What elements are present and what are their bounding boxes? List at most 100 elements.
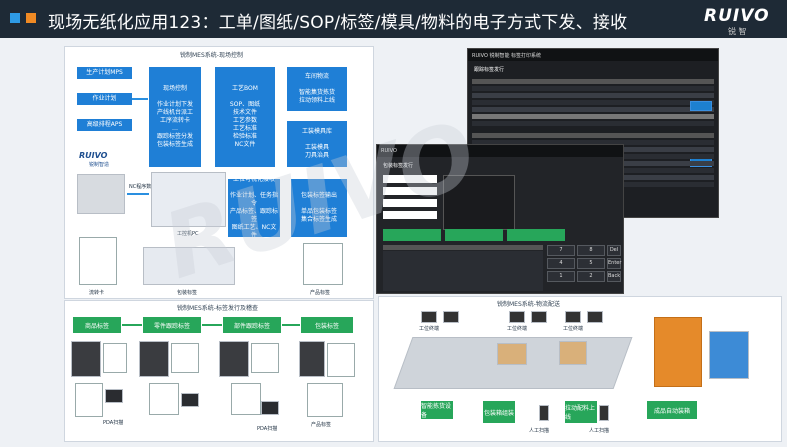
pallet-image (709, 331, 749, 379)
pda-scanner-image (105, 389, 123, 403)
field-control-box[interactable]: 现场控制 作业计划下发 产线机台派工 工序流转卡 … 跟踪标签分发 包装标签生成 (149, 67, 201, 167)
step-pack-label[interactable]: 包装标签 (301, 317, 353, 333)
keypad-key[interactable]: 2 (577, 271, 605, 282)
pack-label-screen: RUIVO 包装标签发行 7 8 4 5 1 2 Del Enter Back (376, 144, 624, 294)
mes-control-panel: 锐制MES系统-现场控制 生产计划MPS 作业计划 高级排程APS 现场控制 作… (64, 46, 374, 299)
screen-subtitle: 跟踪标签发行 (474, 67, 505, 73)
form-field[interactable] (383, 199, 437, 207)
flow-card-image (79, 237, 117, 285)
keypad-key[interactable]: 8 (577, 245, 605, 256)
label-sample-image (231, 383, 261, 415)
print-button[interactable] (507, 229, 565, 241)
terminal-image (587, 311, 603, 323)
terminal-image (443, 311, 459, 323)
keypad-key[interactable]: 7 (547, 245, 575, 256)
pack-label-output-box[interactable]: 包装标签输出 单品包装标签 集合标签生成 (291, 179, 347, 237)
label-print-label: 包装标签 (177, 290, 198, 296)
table-header (472, 79, 714, 84)
logistics-line: 拉动领料上线 (298, 97, 335, 104)
workshop-logistics-box[interactable]: 车间物流 智能集货拣货 拉动领料上线 (287, 67, 347, 111)
label-sample-image (171, 343, 199, 373)
list-area[interactable] (443, 175, 515, 230)
field-control-line: … (172, 125, 178, 132)
pc-label: 工控机PC (177, 231, 199, 237)
terminal-image (509, 311, 525, 323)
mps-box[interactable]: 生产计划MPS (77, 67, 132, 79)
label-printer-image (219, 341, 249, 377)
label-printer-image (299, 341, 325, 377)
terminal-label: 工位终端 (507, 326, 528, 332)
logistics-panel: 锐制MES系统-物流配送 工位终端 工位终端 工位终端 智能拣货设备 包装箱组装… (378, 296, 782, 442)
tooling-box[interactable]: 工装模具库 工装模具 刀具治具 (287, 121, 347, 167)
scan-label: 人工扫描 (589, 428, 610, 434)
step-item-label[interactable]: 商品标签 (73, 317, 121, 333)
ruivo-logo: RUIVO (79, 151, 108, 160)
receive-line: 图纸工艺、NC文件 (231, 224, 277, 239)
table-row[interactable] (472, 107, 714, 112)
receive-line: 作业计划、任务指令 (230, 192, 279, 207)
pda-caption: PDA扫描 (257, 426, 278, 432)
table-row[interactable] (472, 86, 714, 91)
table-row-selected[interactable] (472, 114, 714, 119)
table-row[interactable] (472, 140, 714, 145)
receive-title: 工位可视化接收 (232, 176, 275, 183)
confirm-button[interactable] (383, 229, 441, 241)
flow-card-label: 流转卡 (89, 290, 105, 296)
green-tag[interactable]: 智能拣货设备 (421, 401, 453, 419)
screen-header: RUIVO 锐制智能 标签打印系统 (468, 49, 718, 61)
arrow (202, 324, 222, 326)
table-row[interactable] (472, 93, 714, 98)
terminal-label: 工位终端 (563, 326, 584, 332)
terminal-image (421, 311, 437, 323)
keypad-key[interactable]: 4 (547, 258, 575, 269)
step-assembly-tracking[interactable]: 部件跟踪标签 (223, 317, 281, 333)
keypad-key[interactable]: 1 (547, 271, 575, 282)
green-tag[interactable]: 成品自动装箱 (647, 401, 697, 419)
label-issue-panel: 锐制MES系统-标签发行及稽查 商品标签 零件跟踪标签 部件跟踪标签 包装标签 … (64, 300, 374, 442)
table-body[interactable] (383, 251, 543, 291)
form-field[interactable] (383, 211, 437, 219)
bom-title: 工艺BOM (232, 85, 258, 92)
tablet-image (143, 247, 235, 285)
keypad-enter[interactable]: Enter (607, 258, 621, 269)
station-receive-box[interactable]: 工位可视化接收 作业计划、任务指令 产品标签、跟踪标签 图纸工艺、NC文件 (228, 176, 280, 239)
bom-line: 工艺参数 (232, 117, 257, 124)
screen-header: RUIVO (377, 145, 623, 157)
pda-caption: PDA扫描 (103, 420, 124, 426)
panel-title: 锐制MES系统-现场控制 (180, 52, 243, 59)
company-logo: RUIVO (704, 6, 770, 26)
step-part-tracking[interactable]: 零件跟踪标签 (143, 317, 201, 333)
table-row[interactable] (472, 100, 714, 105)
print-button[interactable] (690, 101, 712, 111)
company-logo-sub: 锐 智 (728, 27, 747, 36)
issue-button[interactable] (445, 229, 503, 241)
green-tag[interactable]: 包装箱组装 (483, 401, 515, 423)
panel-title: 锐制MES系统-物流配送 (497, 301, 560, 308)
label-sample-image (307, 383, 343, 417)
blue-square-icon (10, 13, 20, 23)
keypad-key[interactable]: 5 (577, 258, 605, 269)
label-sample-image (103, 343, 127, 373)
form-field[interactable] (383, 175, 437, 183)
aps-box[interactable]: 高级排程APS (77, 119, 132, 131)
logistics-title: 车间物流 (304, 73, 329, 80)
bom-line: 检验标准 (232, 133, 257, 140)
arrow (127, 193, 149, 195)
green-tag[interactable]: 拉动配料上线 (565, 401, 597, 423)
field-control-line: 包装标签生成 (156, 141, 193, 148)
logistics-line: 智能集货拣货 (298, 89, 335, 96)
pack-title: 包装标签输出 (300, 192, 337, 199)
keypad-del[interactable]: Del (607, 245, 621, 256)
product-caption: 产品标签 (311, 422, 332, 428)
form-field[interactable] (383, 187, 437, 195)
box-image (497, 343, 527, 365)
pack-line: 集合标签生成 (300, 216, 337, 223)
work-plan-box[interactable]: 作业计划 (77, 93, 132, 105)
field-control-line: 作业计划下发 (156, 101, 193, 108)
keypad-back[interactable]: Back (607, 271, 621, 282)
table-row[interactable] (472, 121, 714, 126)
pda-scanner-image (181, 393, 199, 407)
process-bom-box[interactable]: 工艺BOM SOP、图纸 技术文件 工艺参数 工艺标准 检验标准 NC文件 (215, 67, 275, 167)
bom-line: 工艺标准 (232, 125, 257, 132)
field-control-line: 工序流转卡 (159, 117, 190, 124)
